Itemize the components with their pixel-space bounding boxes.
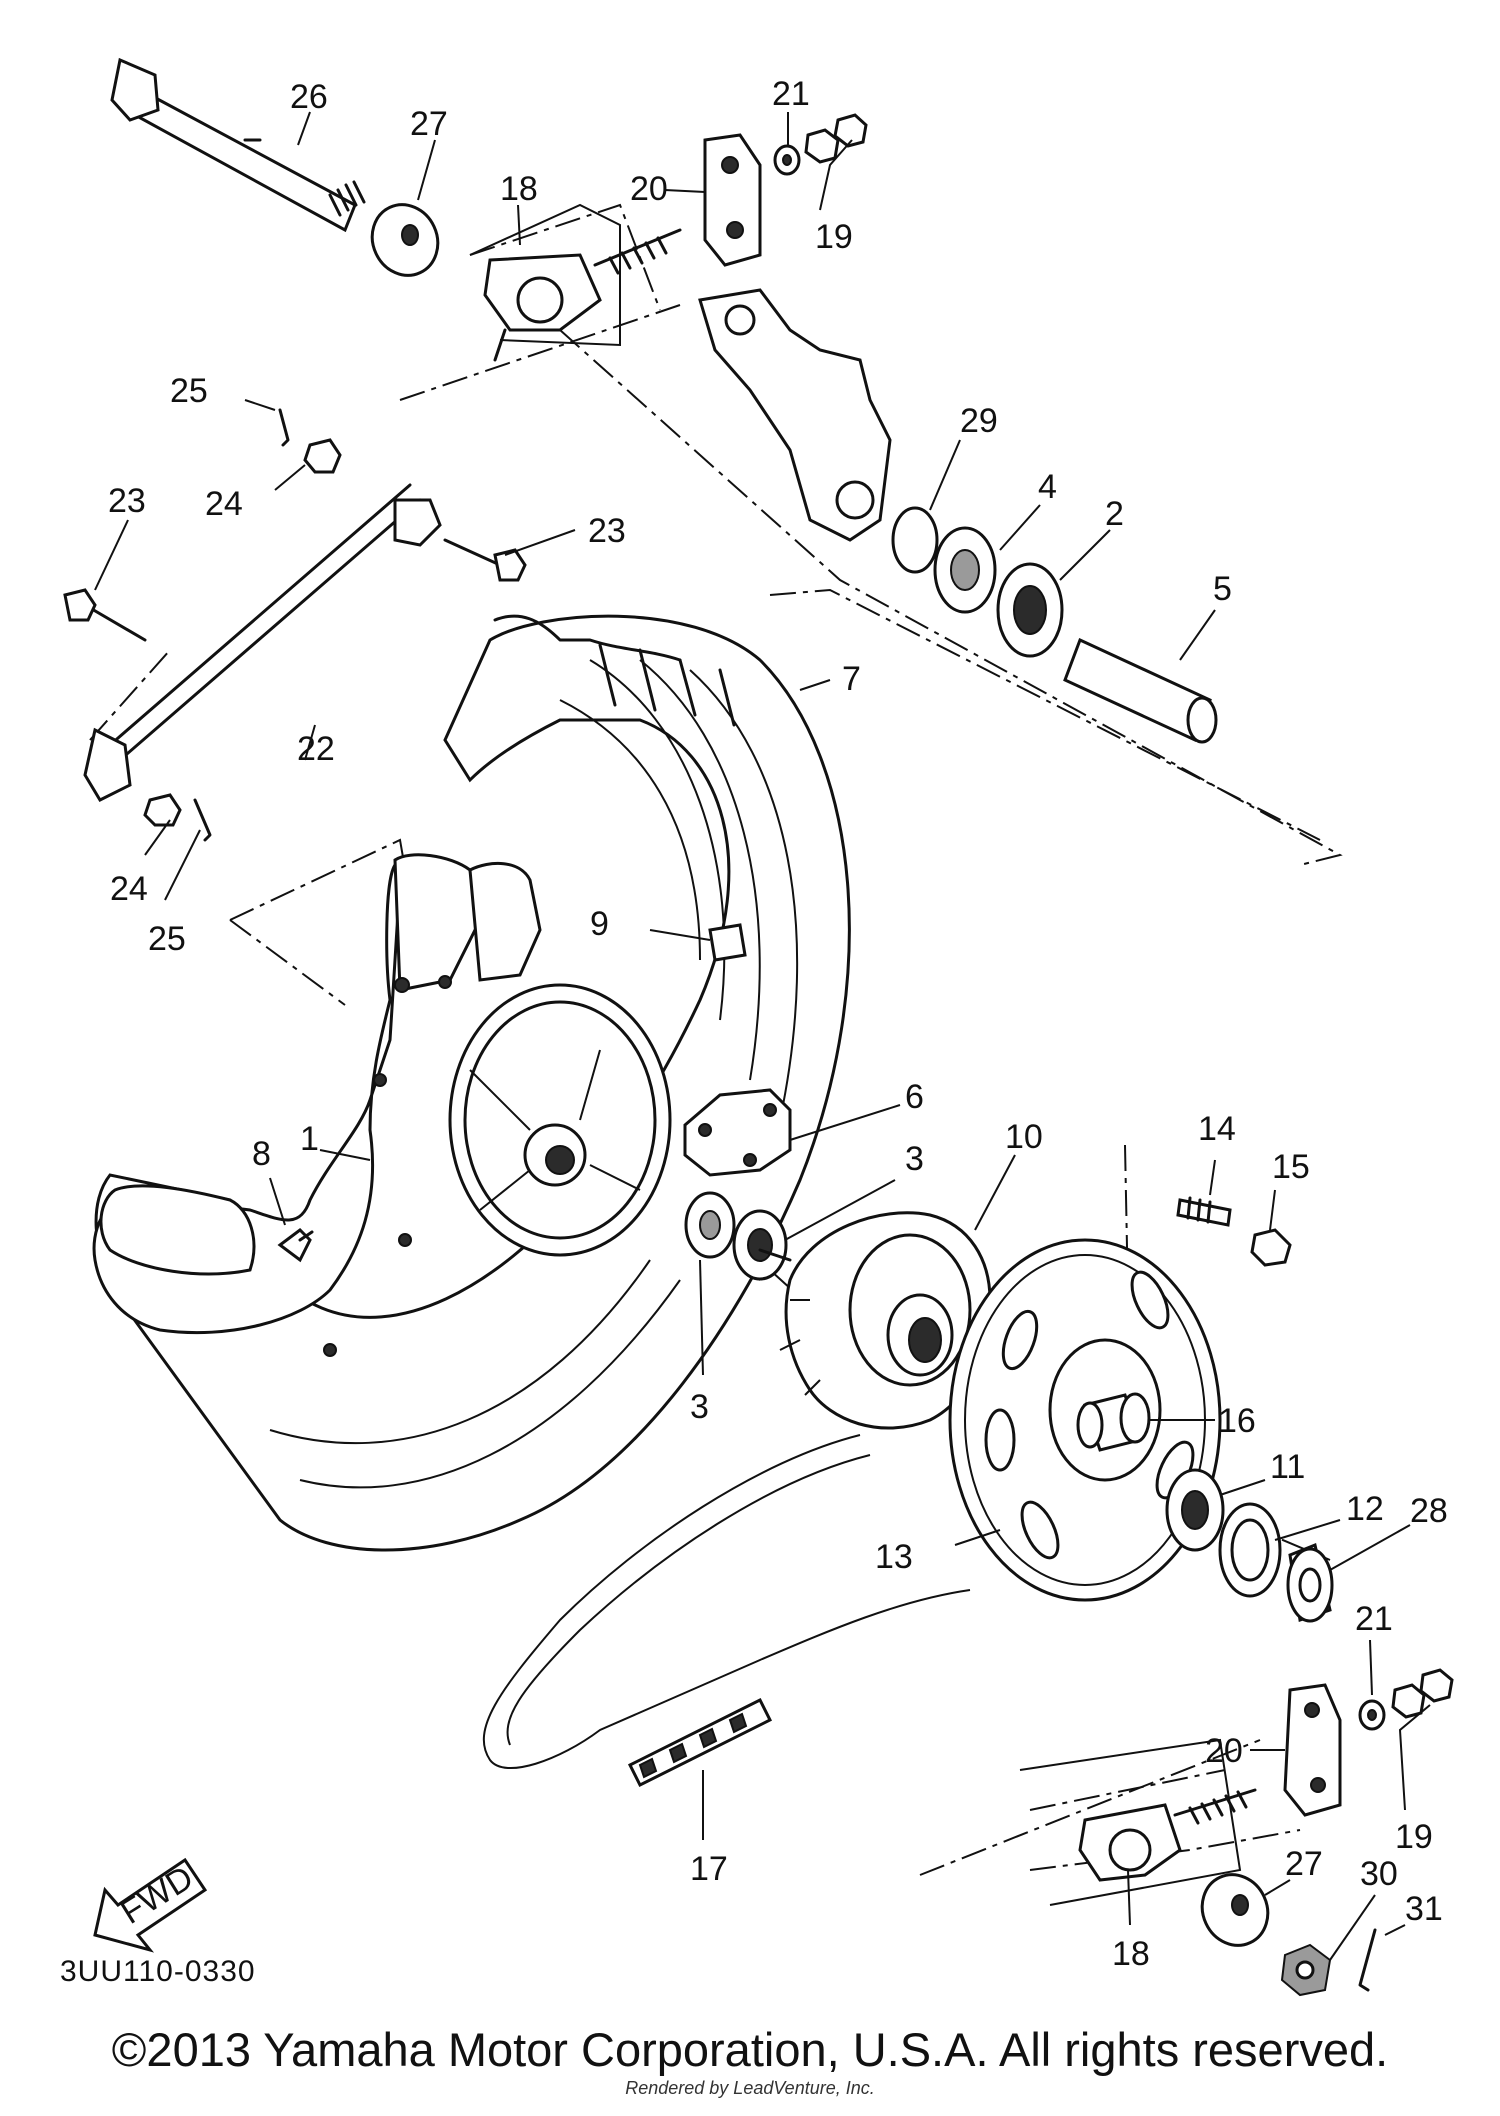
callout-4: 4 — [1038, 468, 1057, 506]
collar-29 — [891, 506, 939, 574]
callout-12: 12 — [1346, 1490, 1384, 1528]
spacer-5 — [1063, 637, 1218, 744]
leader-lines — [94, 111, 1431, 1961]
nut-15 — [1250, 1228, 1292, 1267]
callout-11: 11 — [1270, 1448, 1305, 1486]
rear-axle-26 — [110, 57, 366, 233]
callout-2: 2 — [1105, 495, 1124, 533]
tension-bar-22 — [83, 483, 442, 802]
callout-7: 7 — [842, 660, 861, 698]
callout-24: 24 — [205, 485, 243, 523]
callout-8: 8 — [252, 1135, 271, 1173]
bolt-23 — [63, 538, 527, 642]
callout-15: 15 — [1272, 1148, 1310, 1186]
washer-21-lower — [1358, 1699, 1386, 1731]
diagram-code: 3UU110-0330 — [60, 1955, 256, 1988]
callout-23: 23 — [108, 482, 146, 520]
callout-1: 1 — [300, 1120, 319, 1158]
callout-14: 14 — [1198, 1110, 1236, 1148]
caliper-bracket — [698, 288, 892, 542]
collar-16 — [1076, 1392, 1151, 1452]
oil-seal-4 — [933, 526, 997, 614]
rendered-by-note: Rendered by LeadVenture, Inc. — [625, 2078, 875, 2098]
callout-28: 28 — [1410, 1492, 1448, 1530]
callout-18-lower: 18 — [1112, 1935, 1150, 1973]
callout-21: 21 — [772, 75, 810, 113]
callout-22: 22 — [297, 730, 335, 768]
callout-25-lower: 25 — [148, 920, 186, 958]
cotter-pin-25 — [193, 408, 290, 842]
callout-24-lower: 24 — [110, 870, 148, 908]
copyright-notice: ©2013 Yamaha Motor Corporation, U.S.A. A… — [111, 2023, 1389, 2076]
callout-5: 5 — [1213, 570, 1232, 608]
fwd-arrow-icon: FWD — [93, 1857, 208, 1953]
callout-17: 17 — [690, 1850, 728, 1888]
callout-18: 18 — [500, 170, 538, 208]
oil-seal-12 — [1218, 1502, 1282, 1598]
stud-bolt-14 — [1176, 1196, 1232, 1227]
callout-25: 25 — [170, 372, 208, 410]
callout-20-lower: 20 — [1205, 1732, 1243, 1770]
cotter-pin-31 — [1358, 1928, 1377, 1992]
bearing-11 — [1165, 1468, 1225, 1552]
plate-20 — [703, 133, 762, 267]
callout-3: 3 — [905, 1140, 924, 1178]
hub-damper-6 — [683, 1088, 792, 1177]
spacer-28 — [1286, 1542, 1334, 1623]
sprocket-hub-10 — [758, 1211, 992, 1430]
chain-puller-18 — [469, 203, 682, 362]
callout-19: 19 — [815, 218, 853, 256]
callout-21-lower: 21 — [1355, 1600, 1393, 1638]
washer-21 — [773, 144, 801, 176]
plate-20-lower — [1283, 1683, 1342, 1817]
callout-23-right: 23 — [588, 512, 626, 550]
valve-8 — [277, 1228, 314, 1263]
callout-13: 13 — [875, 1538, 913, 1576]
drive-chain-17 — [482, 1434, 971, 1788]
callout-16: 16 — [1218, 1402, 1256, 1440]
callout-9: 9 — [590, 905, 609, 943]
bearing-2 — [996, 562, 1064, 658]
washer-27 — [370, 203, 440, 277]
callout-19-lower: 19 — [1395, 1818, 1433, 1856]
callout-30: 30 — [1360, 1855, 1398, 1893]
balance-weight-9 — [708, 923, 747, 962]
castle-nut-30 — [1280, 1943, 1332, 1997]
callout-27-lower: 27 — [1285, 1845, 1323, 1883]
wheel-1 — [92, 853, 672, 1357]
callout-29: 29 — [960, 402, 998, 440]
callout-27: 27 — [410, 105, 448, 143]
nut-24 — [143, 438, 342, 827]
callout-6: 6 — [905, 1078, 924, 1116]
washer-27-lower — [1200, 1873, 1270, 1947]
callout-3-lower: 3 — [690, 1388, 709, 1426]
callout-10: 10 — [1005, 1118, 1043, 1156]
nuts-19 — [804, 113, 868, 164]
chain-puller-18-lower — [1019, 1738, 1257, 1906]
callout-20: 20 — [630, 170, 668, 208]
callout-31: 31 — [1405, 1890, 1443, 1928]
callout-26: 26 — [290, 78, 328, 116]
callout-labels: 26 27 18 20 21 19 25 24 23 23 29 4 2 5 7… — [108, 75, 1448, 1973]
